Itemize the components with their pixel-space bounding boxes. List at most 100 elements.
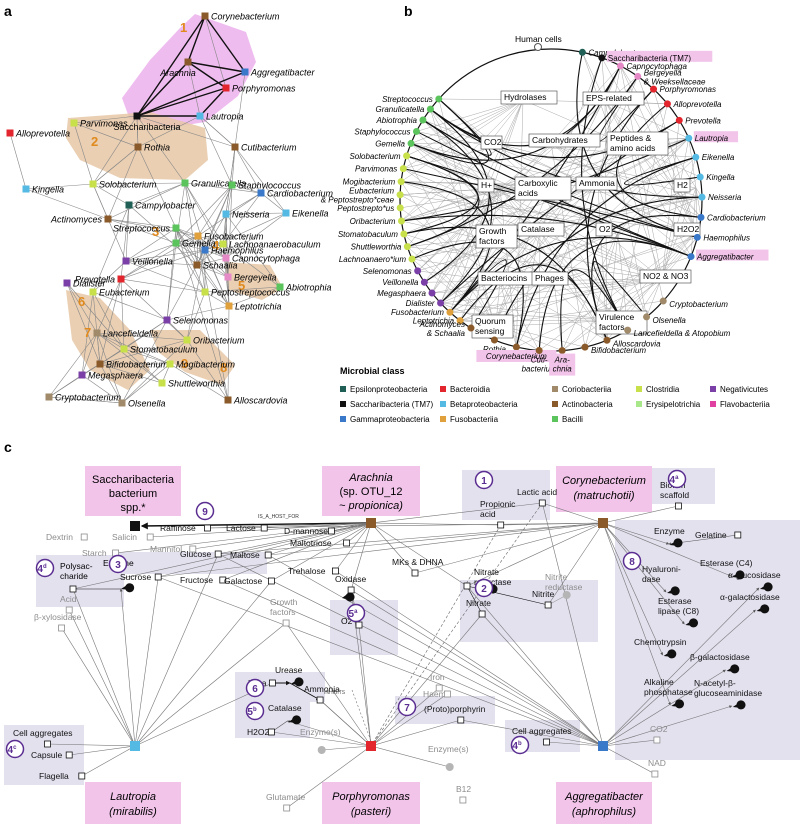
node-label-haemophilus: Haemophilus — [211, 246, 264, 256]
taxon-node-neisseria — [698, 193, 706, 201]
relation-edge — [370, 501, 543, 524]
node-lautropia — [196, 112, 204, 120]
step-badge-4c — [5, 739, 25, 759]
network-edge — [225, 213, 281, 288]
compound-label-co2: CO2 — [650, 724, 668, 734]
node-label-cardiobacterium: Cardiobacterium — [267, 189, 334, 199]
function-link — [661, 157, 697, 280]
network-edge — [125, 260, 206, 293]
compound-marker — [543, 738, 550, 746]
function-link — [407, 246, 663, 280]
network-edge — [25, 183, 94, 190]
compound-label-polysaccharide: Polysac-charide — [60, 561, 93, 581]
function-link — [460, 231, 697, 321]
compound-marker — [69, 585, 77, 593]
compound-label-starch: Starch — [82, 548, 107, 558]
enzyme-marker — [671, 699, 684, 709]
enzyme-marker — [445, 763, 454, 771]
node-label-schaalia: Schaalia — [203, 261, 238, 271]
enzyme-marker — [726, 664, 740, 674]
compound-marker — [80, 533, 88, 541]
taxon-node-aggregatibacter — [687, 253, 695, 261]
enzyme-marker — [317, 746, 326, 754]
function-link — [430, 109, 495, 325]
taxon-label-cryptobacterium: Cryptobacterium — [669, 300, 728, 309]
compound-marker — [65, 606, 73, 614]
taxon-interaction-link — [560, 269, 629, 351]
node-label-corynebacterium: Corynebacterium — [211, 12, 280, 22]
cluster-number-9: 9 — [181, 356, 188, 371]
network-edge — [121, 363, 171, 404]
node-label-olsenella: Olsenella — [128, 399, 166, 409]
inhibits-edge-label: INHIBITS — [324, 690, 346, 696]
taxon-interaction-link — [411, 241, 524, 348]
panel-b-letter: b — [404, 3, 413, 19]
network-edge — [187, 61, 201, 117]
enzyme-marker — [756, 604, 770, 614]
taxon-label-haemophilus: Haemophilus — [703, 233, 750, 242]
node-label-campylobacter: Campylobacter — [135, 201, 197, 211]
panel-b-taxa: CampylobacterSaccharibacteria (TM7)Capno… — [321, 48, 769, 376]
relation-edge — [47, 742, 136, 747]
enzyme-marker — [731, 570, 745, 580]
node-parvimonas — [70, 119, 78, 127]
taxon-label-rothia: Rothia — [483, 345, 507, 354]
panel-a-letter: a — [4, 3, 12, 19]
enzyme-marker — [732, 700, 746, 710]
relation-edge — [602, 505, 679, 524]
relation-edge — [370, 745, 451, 768]
taxon-label-shuttleworthia: Shuttleworthia — [351, 243, 402, 252]
taxon-highlight — [549, 353, 576, 376]
compound-marker — [327, 527, 335, 535]
human-cells-label: Human cells — [515, 34, 562, 44]
function-box-phages — [531, 271, 569, 286]
network-edge — [184, 182, 224, 245]
network-edge — [234, 146, 287, 214]
network-edge — [25, 188, 109, 220]
function-label-no2-no3: NO2 & NO3 — [643, 271, 689, 281]
node-fusobacterium — [194, 232, 202, 240]
taxon-label-aggregatibacter: Aggregatibacter — [696, 253, 754, 262]
function-label-carbohydrates: Carbohydrates — [532, 135, 588, 145]
compound-marker — [267, 728, 275, 736]
relation-edge — [222, 579, 604, 747]
function-box-peptides-amino-acids — [606, 131, 669, 156]
legend-label-fusobacteriia: Fusobacteriia — [450, 415, 499, 424]
function-link — [550, 142, 702, 218]
taxon-node-abiotrophia — [419, 116, 427, 124]
lautropia-species: (mirabilis) — [109, 806, 157, 818]
network-edge — [228, 286, 281, 307]
taxon-label-lancefieldella-atopobium: Lancefieldella & Atopobium — [634, 329, 731, 338]
node-label-eubacterium: Eubacterium — [99, 288, 150, 298]
compound-marker — [435, 684, 443, 692]
step-badge-label: 5a — [349, 609, 359, 620]
taxon-node-eikenella — [692, 153, 700, 161]
node-megasphaera — [78, 371, 86, 379]
enzyme-marker — [685, 618, 698, 628]
node-corynebacterium — [201, 12, 209, 20]
network-edge — [199, 115, 233, 186]
saccharibacteria-title-3: spp.* — [120, 502, 146, 514]
network-edge — [231, 146, 236, 186]
strong-network-edge — [187, 15, 206, 63]
node-bergeyella — [224, 273, 232, 281]
corynebacterium-node — [598, 518, 608, 528]
compound-label-protoporphyrin: (Proto)porphyrin — [424, 704, 486, 714]
aggregatibacter-title: Aggregatibacter — [564, 791, 644, 803]
function-label-h2o2: H2O2 — [677, 224, 699, 234]
network-edge — [121, 339, 188, 404]
taxon-label-porphyromonas: Porphyromonas — [660, 85, 716, 94]
function-box-co2 — [480, 135, 503, 150]
network-edge — [120, 242, 177, 280]
strong-network-edge — [204, 15, 246, 73]
enzyme-marker — [121, 583, 135, 593]
relation-edge — [192, 522, 372, 551]
compound-label-glutamate: Glutamate — [266, 792, 305, 802]
compound-label-urease: Urease — [275, 665, 303, 675]
corynebacterium-label-box — [556, 466, 652, 512]
network-edge — [96, 332, 171, 365]
network-edge — [225, 212, 287, 259]
